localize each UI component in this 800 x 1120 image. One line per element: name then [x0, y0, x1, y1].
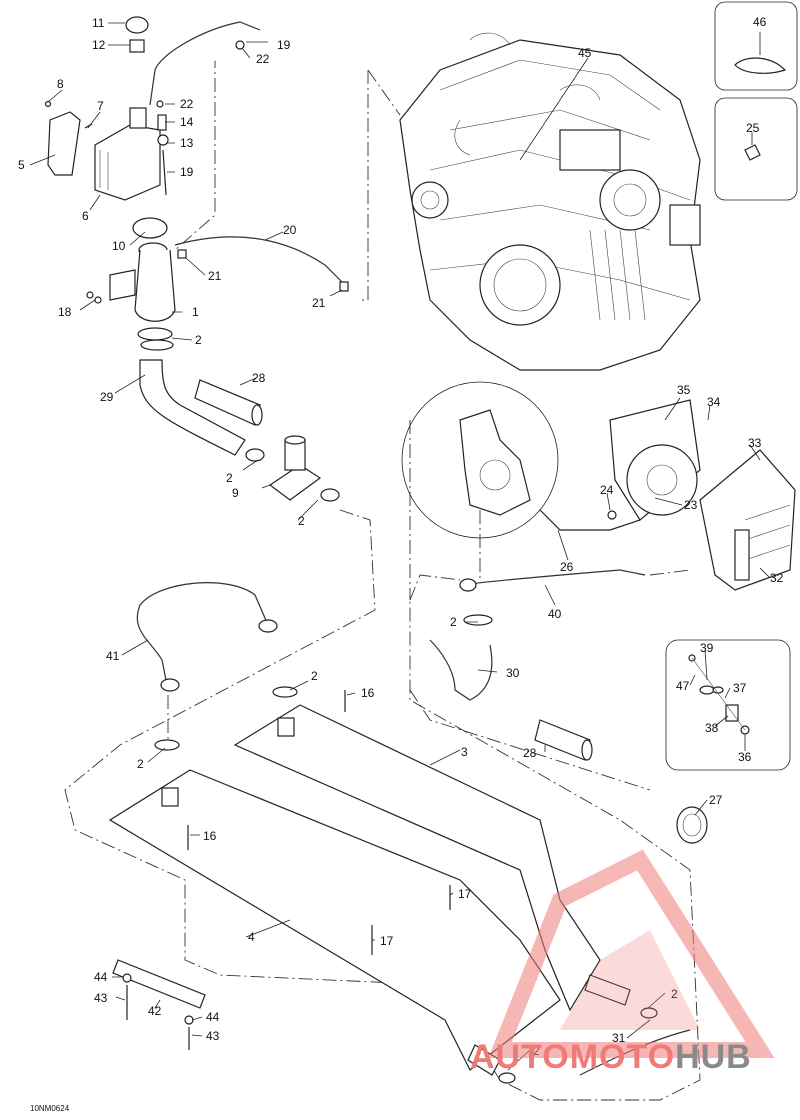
- callout-17: 17: [458, 887, 472, 901]
- callout-21: 21: [208, 269, 222, 283]
- callout-44-lower: 44: [206, 1010, 220, 1024]
- callout-9: 9: [232, 486, 239, 500]
- callout-11: 11: [92, 16, 105, 30]
- callout-2-b: 2: [226, 471, 233, 485]
- callout-18: 18: [58, 305, 72, 319]
- callout-6: 6: [82, 209, 89, 223]
- callout-4: 4: [248, 930, 255, 944]
- fastener-detail-box: [665, 639, 791, 771]
- callout-31: 31: [612, 1031, 626, 1045]
- callout-38: 38: [705, 721, 719, 735]
- callout-8: 8: [57, 77, 64, 91]
- callout-20: 20: [283, 223, 297, 237]
- hoses-left: [139, 339, 340, 502]
- figure-code: 10NM0624: [30, 1104, 70, 1113]
- callout-16: 16: [203, 829, 217, 843]
- engine-assembly: [399, 32, 701, 371]
- connection-lines: [64, 30, 701, 1101]
- callout-14: 14: [180, 115, 194, 129]
- water-pump-detail: [401, 381, 641, 539]
- callout-40: 40: [548, 607, 562, 621]
- callout-10: 10: [112, 239, 126, 253]
- callout-43-lower: 43: [206, 1029, 220, 1043]
- callout-42: 42: [148, 1004, 162, 1018]
- callout-27: 27: [709, 793, 723, 807]
- callout-44: 44: [94, 970, 108, 984]
- reservoir-group: [44, 16, 261, 201]
- callout-21-right: 21: [312, 296, 326, 310]
- callout-37: 37: [733, 681, 747, 695]
- callout-2-e: 2: [311, 669, 318, 683]
- callout-36: 36: [738, 750, 752, 764]
- leader-lines: [29, 22, 771, 1071]
- watermark-part1: AUTOMOTO: [470, 1038, 676, 1076]
- callout-2-g: 2: [671, 987, 678, 1001]
- callout-47: 47: [676, 679, 690, 693]
- callout-30: 30: [506, 666, 520, 680]
- watermark-text: AUTOMOTOHUB: [470, 1038, 752, 1077]
- callout-12: 12: [92, 38, 106, 52]
- callout-1: 1: [192, 305, 199, 319]
- hoses-middle: [136, 582, 593, 761]
- callout-33: 33: [748, 436, 762, 450]
- callout-labels: 11 12 19 22 8 7 22 14 13 19 5 6 10 20 21…: [18, 15, 784, 1058]
- watermark-logo: [488, 849, 775, 1058]
- callout-32: 32: [770, 571, 784, 585]
- callout-41: 41: [106, 649, 120, 663]
- callout-26: 26: [560, 560, 574, 574]
- callout-23: 23: [684, 498, 698, 512]
- callout-45: 45: [578, 46, 592, 60]
- callout-24: 24: [600, 483, 614, 497]
- callout-43: 43: [94, 991, 108, 1005]
- callout-17-lower: 17: [380, 934, 394, 948]
- callout-2-a: 2: [195, 333, 202, 347]
- callout-2-c: 2: [298, 514, 305, 528]
- callout-5: 5: [18, 158, 25, 172]
- radiator-group: [459, 399, 796, 626]
- callout-34: 34: [707, 395, 721, 409]
- callout-2-d: 2: [450, 615, 457, 629]
- callout-22-top: 22: [256, 52, 270, 66]
- callout-35: 35: [677, 383, 691, 397]
- heat-exchangers: [108, 686, 708, 1084]
- callout-22: 22: [180, 97, 194, 111]
- expansion-tank: [86, 217, 349, 341]
- callout-16-top: 16: [361, 686, 375, 700]
- watermark-part2: HUB: [675, 1038, 752, 1076]
- callout-39: 39: [700, 641, 714, 655]
- callout-3: 3: [461, 745, 468, 759]
- callout-28: 28: [252, 371, 266, 385]
- callout-19-top: 19: [277, 38, 291, 52]
- callout-28-lower: 28: [523, 746, 537, 760]
- callout-46: 46: [753, 15, 767, 29]
- callout-13: 13: [180, 136, 194, 150]
- callout-7: 7: [97, 99, 104, 113]
- callout-25: 25: [746, 121, 760, 135]
- callout-29: 29: [100, 390, 114, 404]
- callout-2-f: 2: [137, 757, 144, 771]
- callout-19: 19: [180, 165, 194, 179]
- accessory-boxes: [714, 1, 798, 201]
